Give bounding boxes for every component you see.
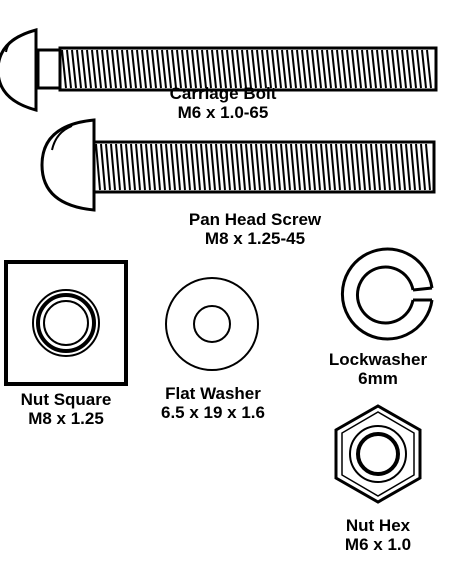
nut-hex-spec: M6 x 1.0 [344,535,412,554]
carriage-bolt-spec: M6 x 1.0-65 [177,103,269,122]
carriage-bolt-name: Carriage Bolt [169,84,277,103]
flat-washer-label: Flat Washer 6.5 x 19 x 1.6 [148,384,278,422]
nut-hex-label: Nut Hex M6 x 1.0 [318,516,438,554]
pan-head-screw-drawing [40,118,436,212]
flat-washer-spec: 6.5 x 19 x 1.6 [161,403,265,422]
pan-head-screw-label: Pan Head Screw M8 x 1.25-45 [170,210,340,248]
pan-head-screw-spec: M8 x 1.25-45 [204,229,306,248]
lockwasher-drawing [340,247,434,341]
flat-washer-name: Flat Washer [165,384,261,403]
pan-head-screw-name: Pan Head Screw [188,210,322,229]
nut-square-label: Nut Square M8 x 1.25 [0,390,132,428]
flat-washer-drawing [165,277,259,371]
nut-hex-name: Nut Hex [345,516,411,535]
lockwasher-label: Lockwasher 6mm [306,350,450,388]
carriage-bolt-label: Carriage Bolt M6 x 1.0-65 [148,84,298,122]
nut-square-name: Nut Square [20,390,112,409]
nut-square-drawing [4,260,128,386]
nut-square-spec: M8 x 1.25 [28,409,104,428]
lockwasher-spec: 6mm [358,369,398,388]
carriage-bolt-drawing [0,28,438,112]
lockwasher-name: Lockwasher [328,350,428,369]
nut-hex-drawing [334,404,422,504]
